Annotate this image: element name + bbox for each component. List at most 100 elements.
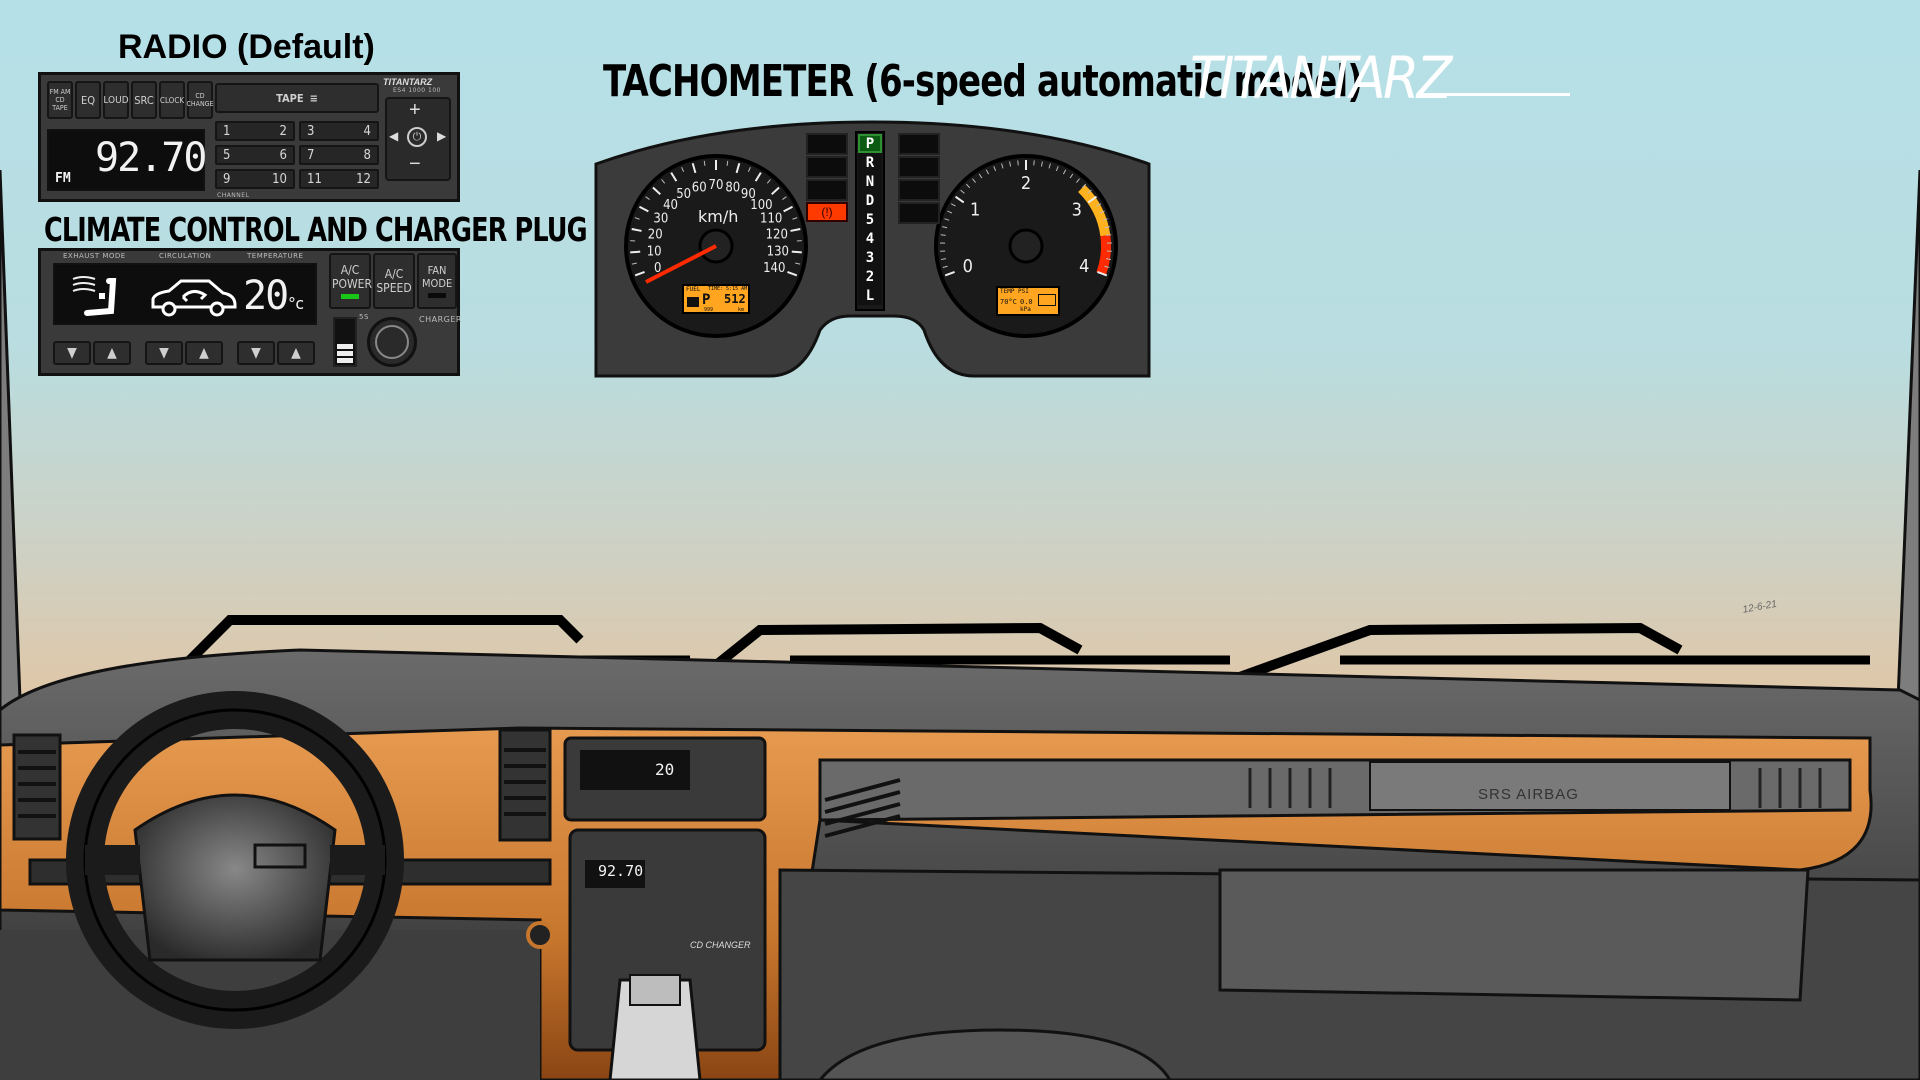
speed-tick — [639, 205, 649, 213]
climate-display: 20°c — [53, 263, 317, 325]
speed-tick — [630, 250, 641, 254]
loud-button[interactable]: LOUD — [103, 81, 129, 119]
fan-mode-button[interactable]: FAN MODE — [417, 253, 457, 309]
seek-right-icon[interactable]: ▶ — [437, 129, 447, 143]
exhaust-mode-label: EXHAUST MODE — [63, 252, 126, 260]
speed-needle — [645, 244, 717, 284]
rpm-tick-label: 3 — [1072, 199, 1082, 220]
temperature-up-button[interactable]: ▲ — [277, 341, 315, 365]
gear-2: 2 — [858, 267, 882, 286]
dpad: + − ◀ ▶ ⏻ — [385, 97, 451, 181]
temperature-label: TEMPERATURE — [247, 252, 304, 260]
ac-power-label: A/C POWER — [332, 263, 373, 291]
rpm-minor-tick — [1048, 163, 1051, 169]
temperature-value: 20 — [243, 273, 289, 319]
rpm-minor-tick — [940, 258, 947, 260]
circulation-down-button[interactable]: ▼ — [145, 341, 183, 365]
gear-r: R — [858, 153, 882, 172]
ac-power-button[interactable]: A/C POWER — [329, 253, 373, 309]
gear-l: L — [858, 286, 882, 305]
speed-minor-tick — [782, 196, 787, 200]
exhaust-up-button[interactable]: ▲ — [93, 341, 131, 365]
power-icon[interactable]: ⏻ — [407, 127, 427, 147]
signature-date: 12-6-21 — [1741, 598, 1778, 616]
speed-tick-label: 40 — [663, 198, 678, 213]
rpm-tick — [954, 195, 965, 204]
speed-tick-label: 10 — [647, 245, 662, 260]
rpm-minor-tick — [972, 178, 976, 183]
rpm-minor-tick — [1069, 173, 1074, 179]
engine-warning-icon: (!) — [806, 202, 848, 222]
speed-minor-tick — [703, 160, 706, 166]
rpm-tick — [1097, 271, 1108, 277]
speed-tick — [631, 227, 642, 232]
pressure-readout: 0.0 — [1020, 298, 1033, 306]
speed-tick-label: 0 — [654, 261, 661, 276]
seek-left-icon[interactable]: ◀ — [389, 129, 399, 143]
speed-tick — [634, 271, 645, 277]
volume-down-button[interactable]: − — [409, 153, 421, 175]
speed-minor-tick — [747, 166, 751, 172]
eq-button[interactable]: EQ — [75, 81, 101, 119]
tape-icon: ≡ — [309, 91, 318, 105]
fuel-can-icon — [1038, 294, 1056, 306]
time-readout: TIME: 5:15 AM — [708, 286, 748, 292]
cd-change-button[interactable]: CD CHANGE — [187, 81, 214, 119]
charger-socket[interactable] — [367, 317, 417, 367]
odometer-unit: km — [738, 307, 745, 313]
speed-tick — [790, 227, 801, 232]
cd-changer-label: CD CHANGER — [690, 940, 751, 950]
speed-tick-label: 80 — [725, 180, 740, 195]
speed-tick — [791, 250, 802, 254]
rpm-minor-tick — [1009, 161, 1012, 167]
ac-speed-button[interactable]: A/C SPEED — [373, 253, 415, 309]
rpm-minor-tick — [1099, 210, 1105, 214]
warning-lamp — [806, 156, 848, 178]
tape-slot[interactable]: TAPE ≡ — [215, 83, 379, 113]
temperature-down-button[interactable]: ▼ — [237, 341, 275, 365]
temp-label: TEMP — [1000, 288, 1015, 295]
rpm-minor-tick — [1040, 161, 1043, 167]
circulation-arrow-buttons: ▼ ▲ — [145, 341, 223, 365]
src-button[interactable]: SRC — [131, 81, 157, 119]
clock-button[interactable]: CLOCK — [159, 81, 185, 119]
radio-panel: FM AM CD TAPE EQ LOUD SRC CLOCK CD CHANG… — [38, 72, 460, 202]
rpm-minor-tick — [1081, 183, 1087, 189]
rpm-tick-label: 4 — [1079, 256, 1089, 277]
circulation-up-button[interactable]: ▲ — [185, 341, 223, 365]
circulation-label: CIRCULATION — [159, 252, 212, 260]
pressure-unit: kPa — [1020, 306, 1031, 313]
coolant-temp-readout: 70°C — [1000, 298, 1017, 306]
rpm-minor-tick — [985, 169, 990, 175]
brand-logo-underline — [1430, 93, 1570, 96]
temperature-readout: 20°c — [243, 273, 304, 319]
speed-tick — [652, 186, 661, 196]
tape-label: TAPE — [276, 91, 304, 105]
rpm-minor-tick — [944, 218, 950, 221]
speed-unit-label: km/h — [698, 207, 738, 226]
speed-minor-tick — [631, 262, 637, 265]
seat-airflow-icon — [72, 276, 117, 316]
five-label: 5S — [359, 313, 369, 321]
speed-tick-label: 140 — [763, 261, 785, 276]
volume-up-button[interactable]: + — [409, 99, 421, 121]
odometer-readout: 512 — [724, 292, 746, 306]
exhaust-down-button[interactable]: ▼ — [53, 341, 91, 365]
rpm-minor-tick — [942, 226, 948, 229]
source-button[interactable]: FM AM CD TAPE — [47, 81, 73, 119]
warning-lamp — [806, 133, 848, 155]
fan-mode-label: FAN MODE — [422, 264, 453, 290]
rpm-tick-label: 0 — [963, 256, 973, 277]
speed-tick-label: 70 — [709, 178, 724, 193]
gear-indicator: P R N D 5 4 3 2 L — [858, 134, 882, 305]
climate-panel: EXHAUST MODE CIRCULATION TEMPERATURE 20°… — [38, 248, 461, 376]
yellow-zone-arc — [1077, 184, 1111, 237]
